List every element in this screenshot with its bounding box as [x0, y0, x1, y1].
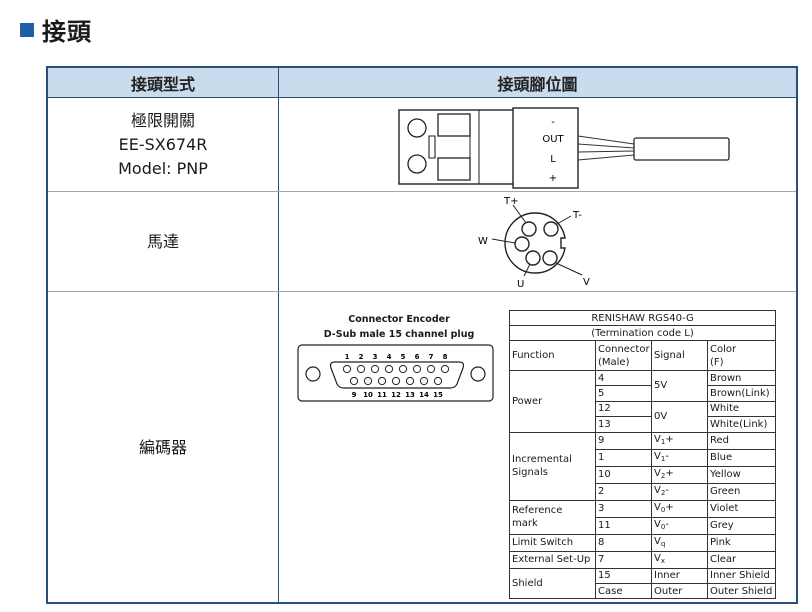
- header-pin-diagram: 接頭腳位圖: [279, 68, 796, 98]
- pin-out-label: OUT: [542, 134, 564, 145]
- dsub-pin-5: 5: [401, 353, 406, 361]
- table-row: Limit Switch 8 Vq Pink: [509, 533, 777, 552]
- table-row: Shield 15 Inner Inner Shield: [509, 567, 777, 600]
- pin-t-plus: T+: [503, 196, 519, 207]
- pin-t-minus: T-: [572, 210, 582, 221]
- limit-switch-model: Model: PNP: [118, 158, 208, 178]
- table-row: 11 V0- Grey: [510, 516, 777, 535]
- pin-u: U: [517, 279, 524, 290]
- pin-minus-label: -: [551, 117, 555, 128]
- pin-plus-label: +: [549, 173, 557, 184]
- connector-table: 接頭型式 接頭腳位圖 極限開關 EE-SX674R Model: PNP - O…: [46, 66, 798, 604]
- limit-switch-name: 極限開關: [130, 110, 195, 130]
- row-divider-1: [48, 191, 796, 192]
- dsub-pin-1: 1: [345, 353, 350, 361]
- col-signal: Signal: [651, 340, 708, 371]
- limit-switch-label: 極限開關 EE-SX674R Model: PNP: [48, 98, 278, 191]
- heading-square-icon: [20, 22, 34, 37]
- dsub-pin-12: 12: [391, 391, 401, 399]
- dsub-pin-14: 14: [419, 391, 429, 399]
- column-divider: [278, 68, 279, 602]
- heading-title: 接頭: [42, 18, 92, 46]
- rgs-title: RENISHAW RGS40-G: [508, 310, 777, 326]
- motor-label: 馬達: [48, 192, 278, 291]
- limit-switch-diagram-svg: - OUT L +: [398, 107, 730, 189]
- col-color: Color(F): [706, 340, 777, 371]
- motor-name: 馬達: [146, 231, 179, 251]
- table-row: 12 0V White: [510, 400, 777, 433]
- table-row: Case Outer Outer Shield: [510, 582, 777, 600]
- renishaw-pinout-table: RENISHAW RGS40-G (Termination code L) Fu…: [508, 310, 777, 600]
- table-row: External Set-Up 7 Vx Clear: [509, 550, 777, 569]
- encoder-subtitle: D-Sub male 15 channel plug: [323, 329, 475, 340]
- dsub-pin-6: 6: [415, 353, 420, 361]
- dsub-pin-2: 2: [359, 353, 364, 361]
- pin-l-label: L: [550, 154, 556, 165]
- encoder-diagram: Connector Encoder D-Sub male 15 channel …: [279, 292, 796, 604]
- dsub-pin-7: 7: [429, 353, 434, 361]
- dsub-pin-11: 11: [377, 391, 387, 399]
- dsub-pin-8: 8: [443, 353, 448, 361]
- motor-diagram: T+ T- W U V: [279, 192, 796, 291]
- limit-switch-diagram: - OUT L +: [279, 98, 796, 191]
- dsub-connector-svg: 1 2 3 4 5 6 7 8 9 10 11 12 13 14 15: [297, 344, 494, 402]
- encoder-name: 編碼器: [138, 438, 187, 457]
- dsub-pin-15: 15: [433, 391, 443, 399]
- pin-w: W: [478, 236, 488, 247]
- table-row: Power 4 5V Brown: [509, 369, 777, 433]
- encoder-label: 編碼器: [48, 292, 278, 604]
- rgs-subtitle: (Termination code L): [508, 325, 777, 341]
- limit-switch-part: EE-SX674R: [118, 134, 208, 154]
- dsub-pin-3: 3: [373, 353, 378, 361]
- dsub-pin-10: 10: [363, 391, 373, 399]
- dsub-pin-13: 13: [405, 391, 415, 399]
- dsub-pin-9: 9: [352, 391, 357, 399]
- encoder-title: Connector Encoder: [348, 314, 450, 325]
- motor-connector-svg: T+ T- W U V: [478, 196, 590, 290]
- row-divider-2: [48, 291, 796, 292]
- col-function: Function: [509, 340, 596, 371]
- header-connector-type: 接頭型式: [48, 68, 279, 98]
- col-connector: Connector(Male): [595, 340, 652, 371]
- pin-v: V: [583, 277, 590, 288]
- dsub-pin-4: 4: [387, 353, 392, 361]
- section-heading: 接頭: [20, 12, 92, 47]
